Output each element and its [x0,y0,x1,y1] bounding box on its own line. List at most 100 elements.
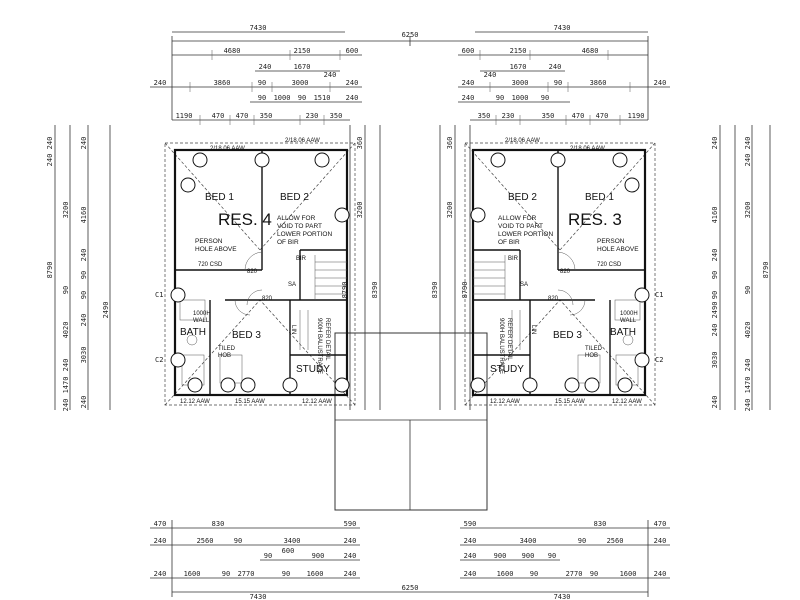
dim-bot-r3-l1: 600 [282,547,295,555]
dim-overall-left: 8790 [46,262,54,279]
res3-void-note-3: OF BIR [498,239,520,246]
res3-bed3: BED 3 [553,330,582,341]
res4-window-top-2: 2/18.06 AAW [285,138,320,144]
dim-bot-r1-r0: 590 [464,520,477,528]
res3-window-bot-1: 12.12 AAW [490,399,520,405]
dim-top-r2-r2: 240 [549,63,562,71]
dim-bot-r1-l0: 470 [154,520,167,528]
dim-mid-left-2: 240 [80,249,88,262]
dim-bot-r2-l1: 2560 [197,537,214,545]
res3-person-hole-1: HOLE ABOVE [597,246,639,253]
dim-top-r5-r2: 350 [542,112,555,120]
res4-void-note-3: OF BIR [277,239,299,246]
res3-void-note-0: ALLOW FOR [498,215,537,222]
dim-outer-left-4: 4020 [62,322,70,339]
dim-top-r5-l4: 230 [306,112,319,120]
dim-outer-left-1: 240 [46,154,54,167]
dim-top-r2-r1: 1670 [510,63,527,71]
dim-bot-r1-l1: 830 [212,520,225,528]
dim-top-r4-r3: 90 [541,94,549,102]
res3-window-bot-2: 15.15 AAW [555,399,585,405]
dim-outer-left-3: 90 [62,286,70,294]
dim-top-r3-l0: 240 [154,79,167,87]
dim-overall-right: 8790 [762,262,770,279]
res3-bath: BATH [610,327,636,338]
dim-mid-left-7: 3030 [80,347,88,364]
dim-top-r5-l0: 1190 [176,112,193,120]
dim-top-r2-l2: 240 [324,71,337,79]
dim-outer-right-6: 1470 [744,377,752,394]
dim-top-r4-r2: 1000 [512,94,529,102]
res4-person-hole-1: HOLE ABOVE [195,246,237,253]
dim-bot-r4-l4: 90 [282,570,290,578]
dim-mid-right-4: 2490 [711,302,719,319]
dim-bot-r2-l4: 240 [344,537,357,545]
dim-top-r4-l4: 240 [346,94,359,102]
res3-window-bot-3: 12.12 AAW [612,399,642,405]
dim-top-r1-r0: 600 [462,47,475,55]
res3-lin: LIN [530,325,536,334]
dim-bot-r3-r0: 240 [464,552,477,560]
dim-top-r5-r4: 470 [596,112,609,120]
res3-study: STUDY [490,364,524,375]
dim-outer-left-0: 240 [46,137,54,150]
dim-top-r3-l3: 3000 [292,79,309,87]
dim-bot-r1-r2: 470 [654,520,667,528]
dim-top-r3-r4: 240 [654,79,667,87]
dim-mid-right-2: 240 [711,249,719,262]
res3-window-top-2: 2/18.06 AAW [570,146,605,152]
dim-inner-right-2: 8390 [431,282,439,299]
res4-void-note-2: LOWER PORTION [277,231,332,238]
dim-top-r4-r0: 240 [462,94,475,102]
dim-bot-r2-r4: 240 [654,537,667,545]
dim-outer-right-1: 240 [744,154,752,167]
res4-balustrade-1: REFER DETAIL [324,318,330,361]
res3-wall-note-0: 1000H [620,311,638,317]
dim-mid-left-5: 90 [80,291,88,299]
top-dimension-chains: 6250 7430 7430 4680 2150 600 600 2150 46… [150,24,670,125]
dim-mid-right-5: 90 [711,291,719,299]
dim-outer-right-0: 240 [744,137,752,150]
dim-top-r5-r1: 230 [502,112,515,120]
grid-mark-c2-right: C2 [655,356,663,364]
grid-mark-c1-right: C1 [655,291,663,299]
res4-bed3: BED 3 [232,330,261,341]
dim-bot-r3-r3: 90 [548,552,556,560]
res4-window-top-1: 2/18.06 AAW [210,146,245,152]
dim-top-r3-r1: 3000 [512,79,529,87]
dim-top-r4-l2: 90 [298,94,306,102]
grid-mark-c1-left: C1 [155,291,163,299]
res3-sa: SA [520,282,528,288]
dim-mid-left-8: 240 [80,396,88,409]
dim-outer-right-2: 3200 [744,202,752,219]
central-lower-block [334,332,488,511]
dim-mid-right-7: 3030 [711,352,719,369]
dim-top-r5-l3: 350 [260,112,273,120]
dim-outer-left-6: 1470 [62,377,70,394]
res3-wall-note-1: WALL [620,318,637,324]
dim-top-r2-l1: 1670 [294,63,311,71]
dim-bot-r1-r1: 830 [594,520,607,528]
res3-door1: 820 [560,269,571,275]
dim-top-r3-l1: 3860 [214,79,231,87]
dim-bot-r4-r5: 1600 [620,570,637,578]
dim-top-left-half: 7430 [250,24,267,32]
dim-mid-left-6: 240 [80,314,88,327]
dim-bot-r4-r6: 240 [654,570,667,578]
dim-top-r5-r5: 1190 [628,112,645,120]
res3-tiled-hob-0: TILED [585,346,603,352]
res3-person-hole-0: PERSON [597,238,625,245]
dim-outer-left-2: 3200 [62,202,70,219]
res3-window-top-1: 2/18.06 AAW [505,138,540,144]
res3-balustrade-0: 900H BALUSTRADE [498,318,504,374]
res3-bed1: BED 1 [585,192,614,203]
res4-balustrade-0: 900H BALUSTRADE [316,318,322,374]
dim-inner-left-3: 8790 [341,282,349,299]
dim-top-overall: 6250 [402,31,419,39]
dim-outer-right-5: 240 [744,359,752,372]
res3-void-note-1: VOID TO PART [498,223,543,230]
dim-bot-r2-r2: 90 [578,537,586,545]
res4-person-hole-0: PERSON [195,238,223,245]
res4-robe: 720 CSD [198,262,223,268]
dim-bot-r2-r3: 2560 [607,537,624,545]
